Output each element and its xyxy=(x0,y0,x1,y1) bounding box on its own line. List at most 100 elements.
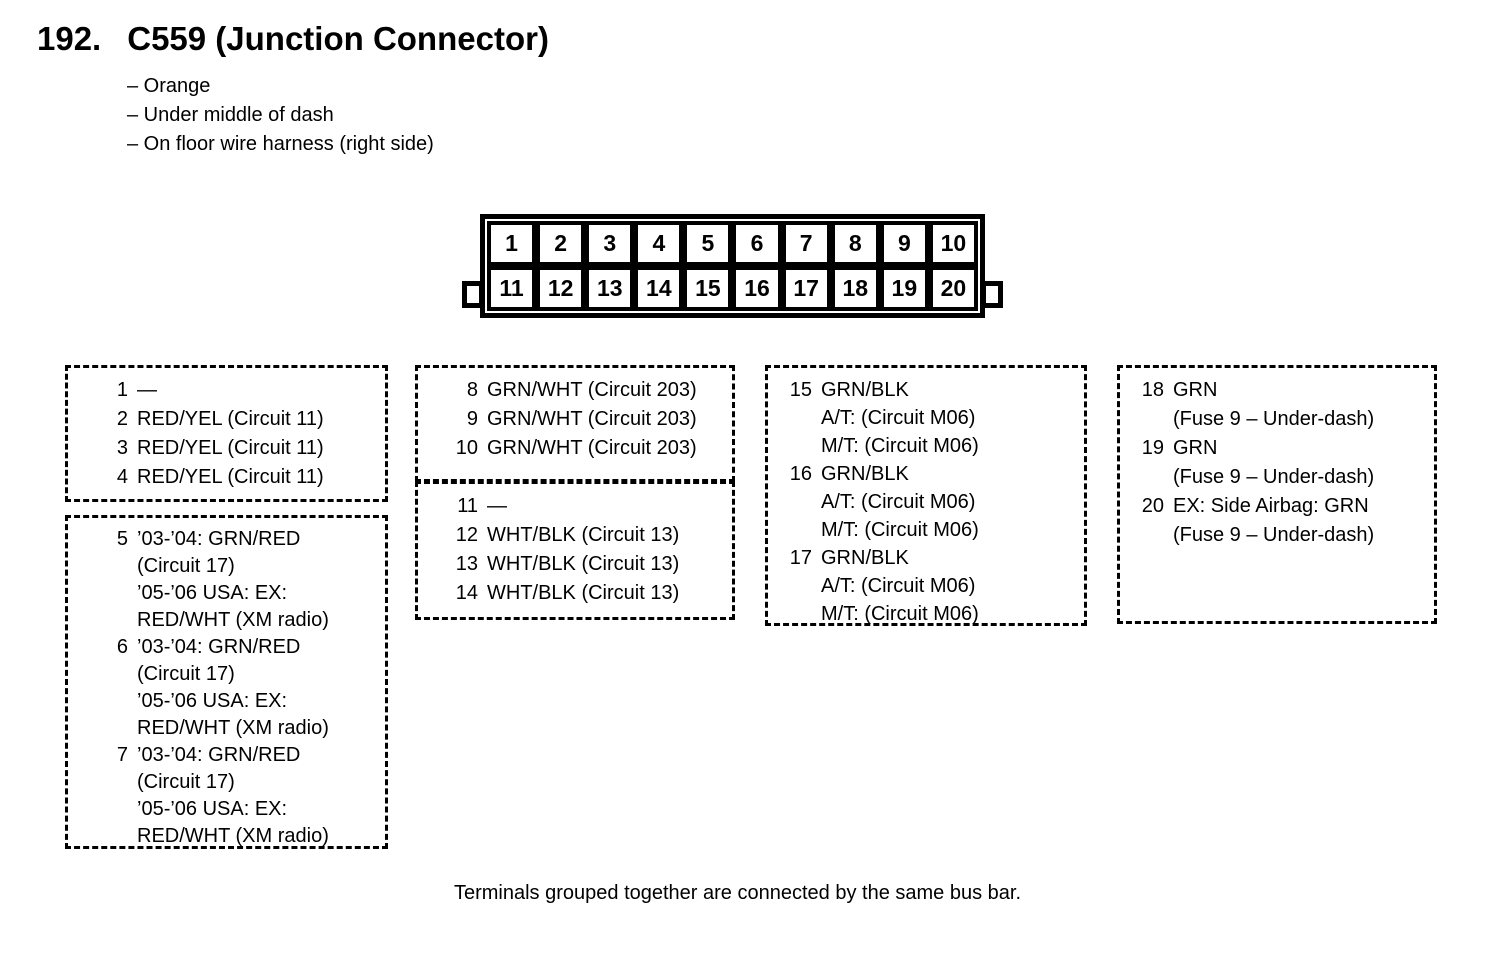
pin-description: — xyxy=(137,376,381,405)
pin-description: ’03-’04: GRN/RED (Circuit 17) ’05-’06 USA:… xyxy=(137,742,381,850)
pin-line: RED/WHT (XM radio) xyxy=(137,717,329,739)
note-location: – Under middle of dash xyxy=(127,104,334,126)
pin-number: 16 xyxy=(789,463,812,485)
pin-number: 12 xyxy=(455,524,478,546)
pin-entry-16: 16 GRN/BLK A/T: (Circuit M06) M/T: (Circuit… xyxy=(780,460,1080,544)
pin-description: GRN/BLK A/T: (Circuit M06) M/T: (Circuit M… xyxy=(821,460,1080,544)
pin-entry-5: 5 ’03-’04: GRN/RED(Circuit 17)’05-’06 USA… xyxy=(96,526,381,634)
pin-number: 7 xyxy=(116,744,128,766)
pin-line: ’03-’04: GRN/RED xyxy=(137,528,301,550)
pin-line: (Fuse 9 – Under-dash) xyxy=(1173,408,1375,430)
pin-line: RED/YEL (Circuit 11) xyxy=(137,408,324,430)
pin-number: 15 xyxy=(789,379,812,401)
pin-entry-2: 2 RED/YEL (Circuit 11) xyxy=(96,405,381,434)
pin-line: M/T: (Circuit M06) xyxy=(821,435,979,457)
pin-number: 17 xyxy=(789,547,812,569)
connector-pin-10: 10 xyxy=(928,221,978,266)
connector-pin-5: 5 xyxy=(683,221,733,266)
connector-pin-1: 1 xyxy=(487,221,537,266)
pin-line: A/T: (Circuit M06) xyxy=(821,407,976,429)
pin-entry-6: 6 ’03-’04: GRN/RED(Circuit 17)’05-’06 USA… xyxy=(96,634,381,742)
connector-pin-6: 6 xyxy=(732,221,782,266)
pin-entry-15: 15 GRN/BLK A/T: (Circuit M06) M/T: (Circuit… xyxy=(780,376,1080,460)
pin-description: RED/YEL (Circuit 11) xyxy=(137,434,381,463)
pin-entry-1: 1— xyxy=(96,376,381,405)
pin-number: 2 xyxy=(116,408,128,430)
pin-description: GRN/WHT (Circuit 203) xyxy=(487,376,728,405)
pin-line: GRN/BLK xyxy=(821,463,909,485)
pin-line: GRN/WHT (Circuit 203) xyxy=(487,437,697,459)
pin-line: (Circuit 17) xyxy=(137,771,235,793)
pin-line: GRN/WHT (Circuit 203) xyxy=(487,408,697,430)
pin-number: 6 xyxy=(116,636,128,658)
pin-number: 3 xyxy=(116,437,128,459)
pin-entry-9: 9 GRN/WHT (Circuit 203) xyxy=(446,405,728,434)
connector-pin-13: 13 xyxy=(585,266,635,311)
pin-number: 4 xyxy=(116,466,128,488)
pin-line: ’05-’06 USA: EX: xyxy=(137,690,288,712)
pin-number: 9 xyxy=(466,408,478,430)
pin-line: — xyxy=(487,495,507,517)
pin-description: RED/YEL (Circuit 11) xyxy=(137,463,381,492)
pin-group-5-7: 5 ’03-’04: GRN/RED (Circuit 17) ’05-’06 USA… xyxy=(65,515,388,849)
pin-entry-14: 14 WHT/BLK (Circuit 13) xyxy=(446,579,728,608)
connector-pin-4: 4 xyxy=(634,221,684,266)
pin-number: 5 xyxy=(116,528,128,550)
pin-line: WHT/BLK (Circuit 13) xyxy=(487,582,680,604)
pin-line: WHT/BLK (Circuit 13) xyxy=(487,524,680,546)
pin-description: WHT/BLK (Circuit 13) xyxy=(487,521,728,550)
pin-line: RED/YEL (Circuit 11) xyxy=(137,466,324,488)
bus-bar-note: Terminals grouped together are connected… xyxy=(453,882,1021,904)
connector-pin-11: 11 xyxy=(487,266,537,311)
pin-line: GRN/BLK xyxy=(821,547,909,569)
pin-description: GRN/WHT (Circuit 203) xyxy=(487,434,728,463)
connector-pin-2: 2 xyxy=(536,221,586,266)
connector-pin-20: 20 xyxy=(928,266,978,311)
pin-description: GRN/WHT (Circuit 203) xyxy=(487,405,728,434)
pin-line: GRN xyxy=(1173,437,1218,459)
pin-line: RED/YEL (Circuit 11) xyxy=(137,437,324,459)
pin-entry-10: 10 GRN/WHT (Circuit 203) xyxy=(446,434,728,463)
pin-line: EX: Side Airbag: GRN xyxy=(1173,495,1369,517)
pin-description: GRN(Fuse 9 – Under-dash) xyxy=(1173,376,1430,434)
pin-line: GRN/BLK xyxy=(821,379,909,401)
connector-pin-16: 16 xyxy=(732,266,782,311)
pin-line: ’05-’06 USA: EX: xyxy=(137,798,288,820)
connector-pin-8: 8 xyxy=(830,221,880,266)
pin-line: ’05-’06 USA: EX: xyxy=(137,582,288,604)
pin-description: — xyxy=(487,492,728,521)
pin-line: RED/WHT (XM radio) xyxy=(137,825,329,847)
pin-line: — xyxy=(137,379,157,401)
pin-description: ’03-’04: GRN/RED(Circuit 17)’05-’06 USA:… xyxy=(137,526,381,634)
pin-description: WHT/BLK (Circuit 13) xyxy=(487,579,728,608)
pin-entry-11: 11— xyxy=(446,492,728,521)
pin-description: ’03-’04: GRN/RED(Circuit 17)’05-’06 USA:… xyxy=(137,634,381,742)
pin-description: EX: Side Airbag: GRN(Fuse 9 – Under-dash… xyxy=(1173,492,1430,550)
pin-description: GRN (Fuse 9 – Under-dash) xyxy=(1173,434,1430,492)
connector-pin-3: 3 xyxy=(585,221,635,266)
pin-description: RED/YEL (Circuit 11) xyxy=(137,405,381,434)
pin-number: 14 xyxy=(455,582,478,604)
connector-pin-19: 19 xyxy=(879,266,929,311)
connector-pin-12: 12 xyxy=(536,266,586,311)
pin-line: (Fuse 9 – Under-dash) xyxy=(1173,466,1375,488)
pin-line: M/T: (Circuit M06) xyxy=(821,519,979,541)
pin-number: 10 xyxy=(455,437,478,459)
note-harness: – On floor wire harness (right side) xyxy=(127,133,434,155)
pin-description: GRN/BLK A/T: (Circuit M06) M/T: (Circuit M… xyxy=(821,376,1080,460)
pin-line: A/T: (Circuit M06) xyxy=(821,491,976,513)
pin-number: 13 xyxy=(455,553,478,575)
connector-pin-7: 7 xyxy=(781,221,831,266)
pin-line: M/T: (Circuit M06) xyxy=(821,603,979,625)
pin-line: ’03-’04: GRN/RED xyxy=(137,744,301,766)
connector-notes: – Orange – Under middle of dash – On flo… xyxy=(127,72,434,159)
